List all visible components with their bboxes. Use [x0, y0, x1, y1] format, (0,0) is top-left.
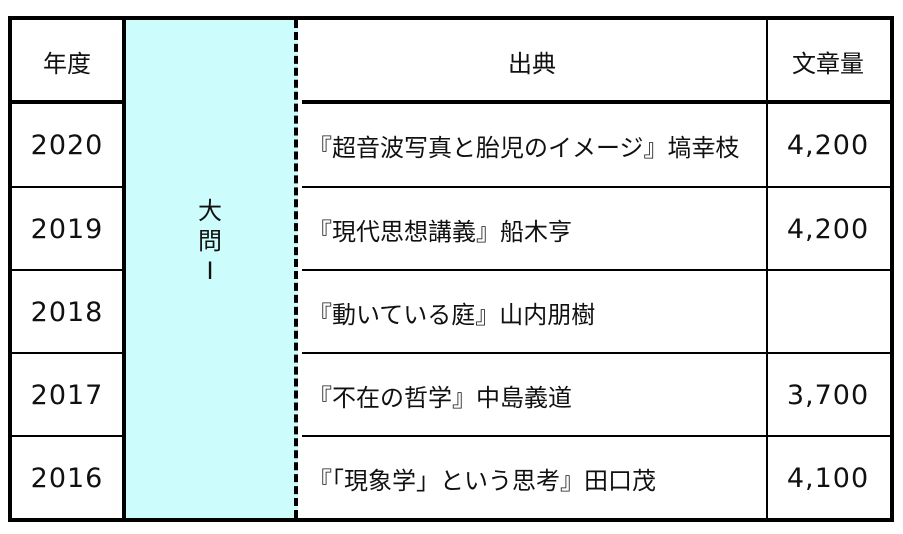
row-length: 4,200 — [786, 213, 870, 245]
row-divider — [12, 352, 122, 354]
header-divider-right — [302, 100, 890, 104]
row-source: 『動いている庭』山内朋樹 — [308, 300, 596, 329]
row-year: 2017 — [30, 379, 104, 411]
row-source: 『現代思想講義』船木亨 — [308, 217, 572, 246]
row-source: 『「現象学」という思考』田口茂 — [308, 466, 656, 495]
row-divider — [12, 186, 122, 188]
row-year: 2016 — [30, 462, 104, 494]
source-header: 出典 — [508, 49, 556, 78]
row-year: 2019 — [30, 213, 104, 245]
section-label-char-1: 大 — [198, 197, 222, 225]
row-divider — [12, 269, 122, 271]
exam-table: 大 問 Ⅰ 年度 出典 文章量 2020 『超音波写真と胎児のイメージ』塙幸枝 … — [8, 16, 894, 522]
row-source: 『不在の哲学』中島義道 — [308, 383, 572, 412]
length-header: 文章量 — [792, 49, 864, 78]
row-divider — [302, 269, 890, 271]
row-divider — [12, 435, 122, 437]
row-divider — [302, 186, 890, 188]
row-year: 2018 — [30, 296, 104, 328]
row-source: 『超音波写真と胎児のイメージ』塙幸枝 — [308, 133, 740, 162]
row-length: 4,200 — [786, 129, 870, 161]
year-header: 年度 — [43, 49, 91, 78]
row-length — [766, 271, 890, 353]
section-column: 大 問 Ⅰ — [122, 20, 298, 518]
row-divider — [302, 435, 890, 437]
section-label-char-3: Ⅰ — [206, 257, 214, 285]
row-length: 4,100 — [786, 462, 870, 494]
section-label-char-2: 問 — [198, 227, 222, 255]
header-divider-left — [12, 100, 122, 104]
section-label: 大 問 Ⅰ — [126, 196, 294, 286]
row-length: 3,700 — [786, 379, 870, 411]
row-year: 2020 — [30, 129, 104, 161]
row-divider — [302, 352, 890, 354]
